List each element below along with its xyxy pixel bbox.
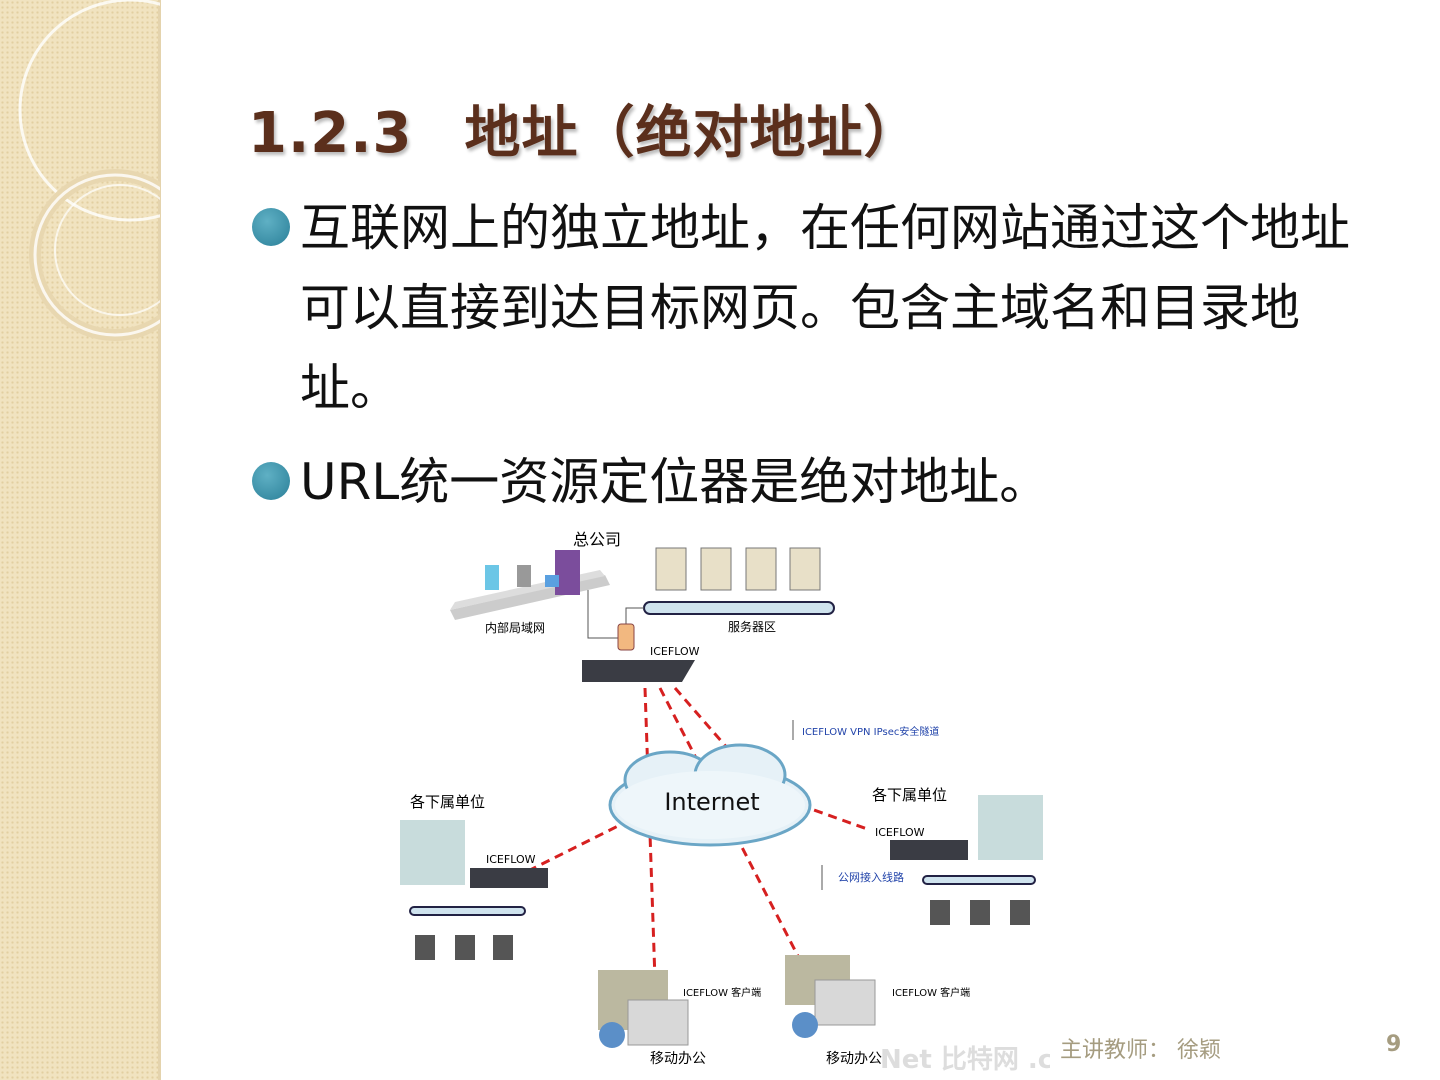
branch-left-label: 各下属单位: [410, 793, 485, 811]
watermark: Net 比特网 .com.cn: [880, 1044, 1050, 1075]
server-tower-icon: [555, 550, 580, 595]
user-icon: [792, 1012, 818, 1038]
internet-cloud: [608, 743, 812, 847]
lan-label: 内部局域网: [485, 620, 545, 635]
storage-icon: [517, 565, 531, 587]
iceflow-router-hq: [582, 660, 695, 682]
bullet-text: URL统一资源定位器是绝对地址。: [300, 453, 1050, 511]
iceflow-label-left: ICEFLOW: [486, 853, 536, 866]
bullet-dot-icon: [252, 462, 290, 500]
server-bus: [643, 601, 835, 615]
bullet-dot-icon: [252, 208, 290, 246]
pc-group-left: [415, 935, 513, 960]
decorative-side-strip: [0, 0, 161, 1080]
vpn-tunnel-label: ICEFLOW VPN IPsec安全隧道: [802, 725, 939, 738]
server-group: [655, 547, 821, 591]
bullet-item: 互联网上的独立地址，在任何网站通过这个地址可以直接到达目标网页。包含主域名和目录…: [252, 188, 1372, 428]
branch-right-building: [978, 795, 1043, 860]
database-icon: [485, 565, 499, 590]
iceflow-label-right: ICEFLOW: [875, 826, 925, 839]
mobile-office-label: 移动办公: [826, 1051, 882, 1067]
client-label: ICEFLOW 客户端: [892, 986, 970, 999]
public-line-label: 公网接入线路: [838, 870, 904, 884]
network-diagram: 总公司 内部局域网 服务器区 ICEFLOW ICEFLOW VPN IPsec…: [400, 530, 1050, 1075]
user-icon: [599, 1022, 625, 1048]
page-number: 9: [1386, 1032, 1402, 1057]
title-text: 地址（绝对地址）: [464, 101, 921, 166]
firewall-icon: [617, 623, 635, 651]
branch-left-bus: [409, 906, 526, 916]
laptop-icon: [545, 575, 559, 587]
presenter-footer: 主讲教师： 徐颖: [1060, 1038, 1221, 1063]
branch-right-label: 各下属单位: [872, 786, 947, 804]
internet-label: Internet: [664, 788, 759, 816]
bullet-item: URL统一资源定位器是绝对地址。: [252, 442, 1372, 522]
pc-group-right: [930, 900, 1030, 925]
server-zone-label: 服务器区: [728, 619, 776, 634]
decorative-arcs: [18, 0, 160, 341]
iceflow-label-hq: ICEFLOW: [650, 645, 700, 658]
bullet-text: 互联网上的独立地址，在任何网站通过这个地址可以直接到达目标网页。包含主域名和目录…: [300, 199, 1350, 417]
branch-right-bus: [922, 875, 1036, 885]
hq-label: 总公司: [573, 530, 621, 549]
iceflow-router-right: [890, 840, 968, 860]
slide-title: 1.2.3 地址（绝对地址）: [248, 88, 920, 169]
client-label: ICEFLOW 客户端: [683, 986, 761, 999]
iceflow-router-left: [470, 868, 548, 888]
title-number: 1.2.3: [248, 101, 413, 166]
mobile-office-label: 移动办公: [650, 1051, 706, 1067]
branch-left-building: [400, 820, 465, 885]
